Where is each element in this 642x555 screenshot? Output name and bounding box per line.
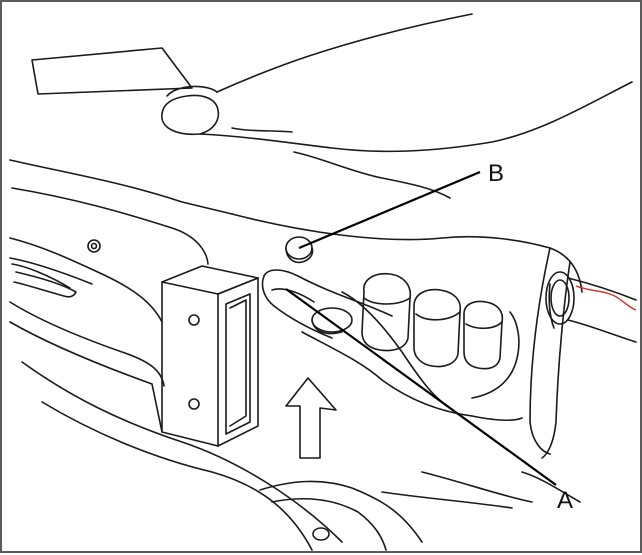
device-housing xyxy=(9,159,583,551)
pressing-finger xyxy=(31,13,633,199)
lever-slot xyxy=(261,269,523,421)
up-arrow-icon xyxy=(285,377,337,459)
cylindrical-caps xyxy=(361,272,520,399)
leader-line-b xyxy=(298,170,481,250)
connector-block xyxy=(161,265,259,447)
callout-label-b: B xyxy=(488,160,504,187)
cable-connector xyxy=(545,271,637,343)
cable-red-accent xyxy=(575,285,637,311)
button-b xyxy=(285,236,314,264)
callout-label-a: A xyxy=(557,487,573,514)
leader-line-a xyxy=(285,288,557,486)
